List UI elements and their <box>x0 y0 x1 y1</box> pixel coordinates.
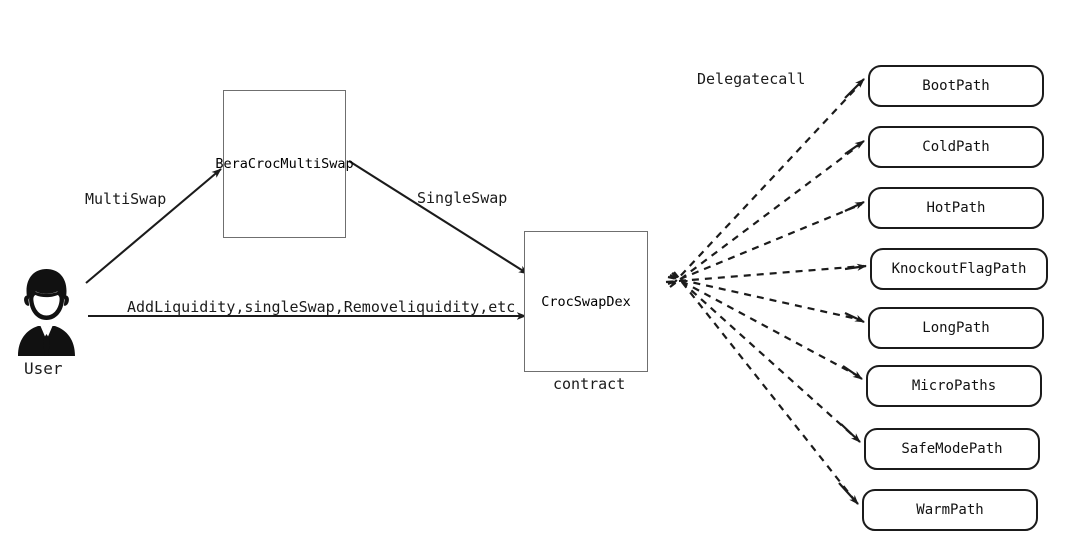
path-node-bootpath[interactable]: BootPath <box>868 65 1044 107</box>
path-label-coldpath: ColdPath <box>922 139 990 155</box>
edge-multiswap <box>85 168 222 284</box>
actor-label-user: User <box>24 359 63 378</box>
delegate-arrow-warmpath <box>673 271 857 503</box>
path-label-hotpath: HotPath <box>926 200 986 216</box>
path-label-warmpath: WarmPath <box>916 502 984 518</box>
path-label-bootpath: BootPath <box>922 78 990 94</box>
edge-label-singleswap: SingleSwap <box>417 189 508 207</box>
node-caption-contract: contract <box>553 375 626 393</box>
node-label-beracrocmultiswap: BeraCrocMultiSwap <box>215 156 354 172</box>
delegate-arrow-safemodepath <box>671 272 859 441</box>
node-beracrocmultiswap[interactable]: BeraCrocMultiSwap <box>215 90 354 238</box>
edge-delegatecall-heads <box>838 78 867 505</box>
path-node-coldpath[interactable]: ColdPath <box>868 126 1044 168</box>
path-node-safemodepath[interactable]: SafeModePath <box>864 428 1040 470</box>
path-node-hotpath[interactable]: HotPath <box>868 187 1044 229</box>
node-crocswapdex[interactable]: CrocSwapDex <box>524 231 648 372</box>
delegate-arrow-hotpath <box>667 202 863 286</box>
edge-delegatecall-fan <box>665 81 865 503</box>
path-node-longpath[interactable]: LongPath <box>868 307 1044 349</box>
node-label-crocswapdex: CrocSwapDex <box>541 293 631 310</box>
edge-singleswap <box>348 160 529 275</box>
path-node-knockoutflagpath[interactable]: KnockoutFlagPath <box>870 248 1048 290</box>
path-label-longpath: LongPath <box>922 320 990 336</box>
path-node-warmpath[interactable]: WarmPath <box>862 489 1038 531</box>
path-node-micropaths[interactable]: MicroPaths <box>866 365 1042 407</box>
delegate-arrow-coldpath <box>669 142 863 288</box>
delegate-arrow-longpath <box>667 275 863 322</box>
delegate-arrow-bootpath <box>671 81 863 286</box>
path-label-micropaths: MicroPaths <box>911 378 997 394</box>
user-icon <box>18 269 75 356</box>
edge-label-direct-calls: AddLiquidity,singleSwap,Removeliquidity,… <box>127 298 516 316</box>
path-label-knockoutflagpath: KnockoutFlagPath <box>891 261 1027 277</box>
delegate-arrow-micropaths <box>669 274 861 378</box>
edge-label-multiswap: MultiSwap <box>85 190 167 208</box>
edge-label-delegatecall: Delegatecall <box>697 70 806 88</box>
path-label-safemodepath: SafeModePath <box>901 441 1003 457</box>
